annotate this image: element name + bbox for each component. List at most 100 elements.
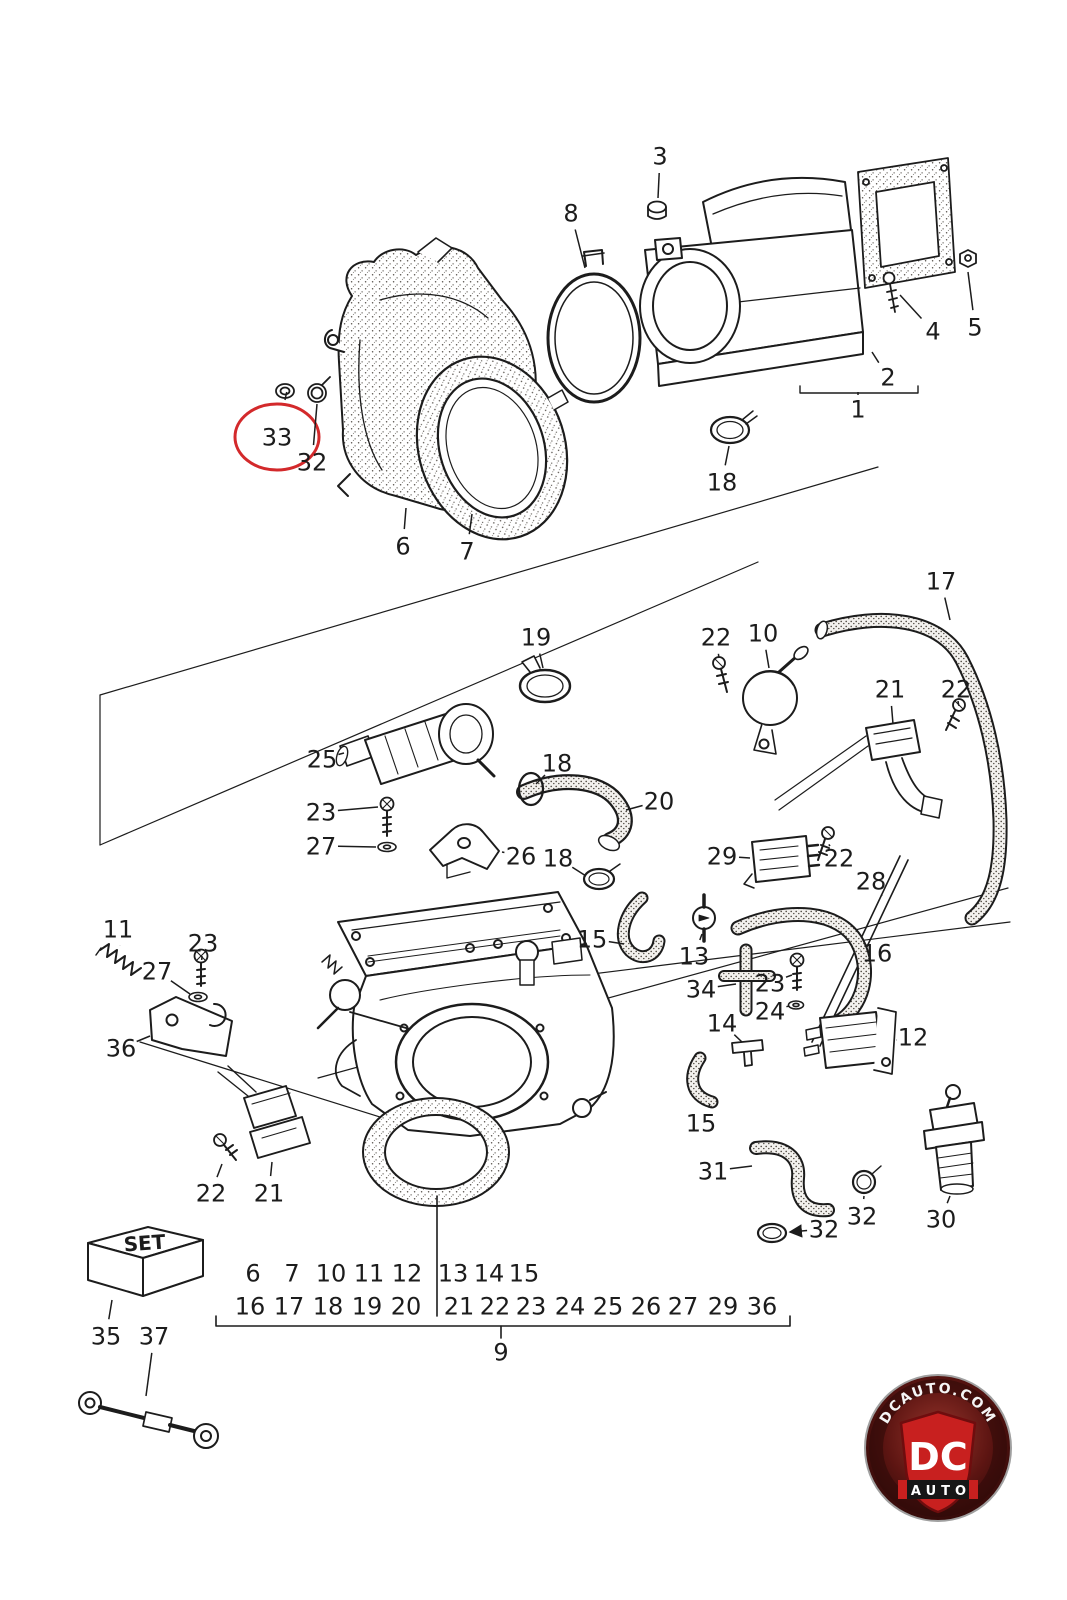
part-number-21[interactable]: 21	[875, 676, 906, 704]
part-number-22[interactable]: 22	[824, 845, 855, 873]
bracket-26	[429, 823, 500, 879]
part-number-34[interactable]: 34	[686, 976, 717, 1004]
callout-leader-line	[786, 1005, 790, 1008]
part-number-23[interactable]: 23	[188, 930, 219, 958]
part-number-35[interactable]: 35	[91, 1323, 122, 1351]
clamp-32-c	[756, 1222, 788, 1244]
part-number-16[interactable]: 16	[862, 940, 893, 968]
part-number-19[interactable]: 19	[521, 624, 552, 652]
ref-number-10[interactable]: 10	[316, 1260, 347, 1288]
callout-leader-line	[967, 271, 974, 311]
part-number-22[interactable]: 22	[941, 676, 972, 704]
ref-number-17[interactable]: 17	[274, 1293, 305, 1321]
dcauto-logo: DCAUTO.COM DC AUTO	[864, 1374, 1012, 1522]
part-number-18[interactable]: 18	[707, 469, 738, 497]
part-number-32[interactable]: 32	[809, 1216, 840, 1244]
part-number-22[interactable]: 22	[701, 624, 732, 652]
part-number-32[interactable]: 32	[297, 449, 328, 477]
part-number-13[interactable]: 13	[679, 943, 710, 971]
ref-number-18[interactable]: 18	[313, 1293, 344, 1321]
ref-number-22[interactable]: 22	[480, 1293, 511, 1321]
screw-23-c	[789, 952, 805, 991]
pressure-damper-30	[923, 1084, 985, 1195]
part-number-6[interactable]: 6	[395, 533, 410, 561]
callout-leader-line	[284, 391, 288, 401]
air-flow-meter	[639, 176, 919, 394]
t-piece-14	[731, 1039, 764, 1067]
bracket-21-right	[774, 719, 943, 819]
callout-leader-line	[699, 933, 703, 941]
air-cleaner-cover-7	[415, 355, 569, 541]
part-number-27[interactable]: 27	[306, 833, 337, 861]
part-number-10[interactable]: 10	[748, 620, 779, 648]
part-number-26[interactable]: 26	[506, 843, 537, 871]
callout-leader-line	[785, 974, 793, 978]
part-number-15[interactable]: 15	[686, 1110, 717, 1138]
part-number-18[interactable]: 18	[542, 750, 573, 778]
part-number-14[interactable]: 14	[707, 1010, 738, 1038]
part-number-15[interactable]: 15	[577, 926, 608, 954]
part-number-1[interactable]: 1	[850, 396, 865, 424]
part-number-18[interactable]: 18	[543, 845, 574, 873]
ref-number-25[interactable]: 25	[593, 1293, 624, 1321]
set-box-label: SET	[123, 1230, 167, 1257]
washer-27-a	[377, 841, 397, 853]
part-number-23[interactable]: 23	[755, 970, 786, 998]
callout-leader-line	[944, 597, 951, 621]
ref-number-14[interactable]: 14	[474, 1260, 505, 1288]
part-number-7[interactable]: 7	[459, 538, 474, 566]
part-number-37[interactable]: 37	[139, 1323, 170, 1351]
ref-number-29[interactable]: 29	[708, 1293, 739, 1321]
part-number-24[interactable]: 24	[755, 998, 786, 1026]
part-number-23[interactable]: 23	[306, 799, 337, 827]
ref-number-12[interactable]: 12	[392, 1260, 423, 1288]
callout-leader-line	[170, 980, 191, 995]
callout-leader-line	[216, 1163, 223, 1178]
ref-number-26[interactable]: 26	[631, 1293, 662, 1321]
part-number-11[interactable]: 11	[103, 916, 134, 944]
part-number-20[interactable]: 20	[644, 788, 675, 816]
part-number-12[interactable]: 12	[898, 1024, 929, 1052]
ref-number-23[interactable]: 23	[516, 1293, 547, 1321]
callout-leader-line	[871, 351, 880, 364]
part-number-33[interactable]: 33	[262, 424, 293, 452]
part-number-8[interactable]: 8	[563, 200, 578, 228]
ref-number-13[interactable]: 13	[438, 1260, 469, 1288]
ref-number-36[interactable]: 36	[747, 1293, 778, 1321]
part-number-28[interactable]: 28	[856, 868, 887, 896]
hose-clamp-8	[546, 249, 642, 404]
part-number-3[interactable]: 3	[652, 143, 667, 171]
ref-number-15[interactable]: 15	[509, 1260, 540, 1288]
callout-leader-line	[468, 513, 473, 535]
part-number-21[interactable]: 21	[254, 1180, 285, 1208]
ref-number-19[interactable]: 19	[352, 1293, 383, 1321]
part-number-9[interactable]: 9	[493, 1339, 508, 1367]
part-number-22[interactable]: 22	[196, 1180, 227, 1208]
part-number-5[interactable]: 5	[967, 314, 982, 342]
vacuum-valve-10	[742, 645, 809, 755]
part-number-25[interactable]: 25	[307, 746, 338, 774]
part-number-30[interactable]: 30	[926, 1206, 957, 1234]
part-number-29[interactable]: 29	[707, 843, 738, 871]
hose-20	[516, 774, 633, 852]
part-number-27[interactable]: 27	[142, 958, 173, 986]
part-number-32[interactable]: 32	[847, 1203, 878, 1231]
part-number-2[interactable]: 2	[880, 364, 895, 392]
ref-number-7[interactable]: 7	[284, 1260, 299, 1288]
ref-number-11[interactable]: 11	[354, 1260, 385, 1288]
ref-number-27[interactable]: 27	[668, 1293, 699, 1321]
part-number-4[interactable]: 4	[925, 318, 940, 346]
switch-29	[743, 835, 821, 889]
part-number-36[interactable]: 36	[106, 1035, 137, 1063]
ref-number-16[interactable]: 16	[235, 1293, 266, 1321]
ref-number-6[interactable]: 6	[245, 1260, 260, 1288]
ref-number-24[interactable]: 24	[555, 1293, 586, 1321]
screw-22-c	[817, 826, 835, 861]
ref-number-21[interactable]: 21	[444, 1293, 475, 1321]
part-number-17[interactable]: 17	[926, 568, 957, 596]
screw-22-a	[712, 656, 729, 693]
nut-24	[787, 1000, 805, 1010]
part-number-31[interactable]: 31	[698, 1158, 729, 1186]
ref-number-20[interactable]: 20	[391, 1293, 422, 1321]
